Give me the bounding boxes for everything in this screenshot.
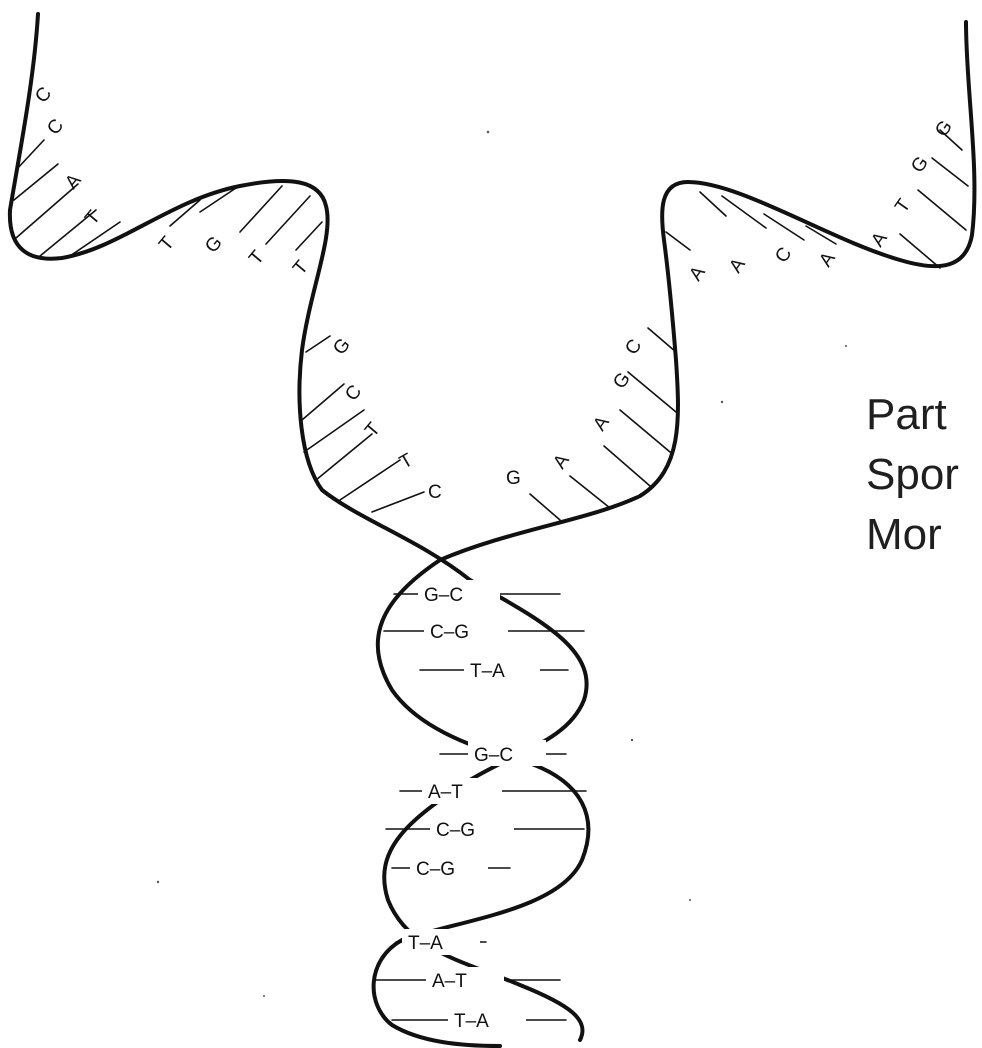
left-arm-bonds: [14, 140, 424, 512]
right-base-10: G: [609, 369, 635, 393]
helix-pair-10: T–A: [454, 1011, 489, 1032]
helix-pair-6: C–G: [436, 820, 475, 841]
right-base-7: A: [725, 254, 750, 277]
helix-pair-1: G–C: [424, 585, 463, 606]
right-base-5: A: [815, 248, 840, 271]
left-base-13: C: [428, 482, 442, 503]
left-base-12: T: [396, 449, 417, 473]
caption-line-2: Spor: [866, 445, 982, 505]
helix-pair-5: A–T: [428, 782, 463, 803]
right-base-9: C: [621, 336, 646, 359]
left-base-5: T: [155, 233, 179, 256]
left-base-1: C: [31, 83, 56, 107]
right-base-3: T: [891, 195, 915, 217]
right-base-1: G: [931, 117, 957, 141]
caption-line-1: Part: [866, 385, 982, 445]
right-base-2: G: [907, 153, 933, 177]
left-base-3: A: [61, 170, 85, 193]
left-base-9: G: [329, 334, 355, 359]
left-base-8: T: [289, 257, 313, 280]
caption-line-3: Mor: [866, 505, 982, 565]
helix-pair-9: A–T: [432, 971, 467, 992]
helix-pair-3: T–A: [470, 661, 505, 682]
right-base-4: A: [867, 228, 892, 251]
helix-pair-2: C–G: [430, 622, 469, 643]
left-base-4: T: [81, 207, 105, 230]
left-base-7: T: [245, 247, 269, 270]
helix-pair-7: C–G: [416, 859, 455, 880]
left-base-6: G: [201, 232, 227, 257]
left-base-11: T: [361, 419, 385, 442]
left-arm-bases: C C A T T G T T G C T T C: [31, 83, 442, 503]
slide-caption: Part Spor Mor: [866, 385, 982, 565]
left-strand-backbone: [10, 14, 587, 1040]
right-base-11: A: [589, 412, 614, 435]
left-base-2: C: [43, 115, 68, 139]
right-base-13: G: [506, 468, 521, 489]
right-base-6: C: [771, 244, 796, 267]
left-base-10: C: [341, 381, 366, 405]
helix-pair-8: T–A: [408, 933, 443, 954]
helix-pair-4: G–C: [474, 745, 513, 766]
right-base-12: A: [549, 450, 574, 473]
right-base-8: A: [685, 262, 710, 285]
